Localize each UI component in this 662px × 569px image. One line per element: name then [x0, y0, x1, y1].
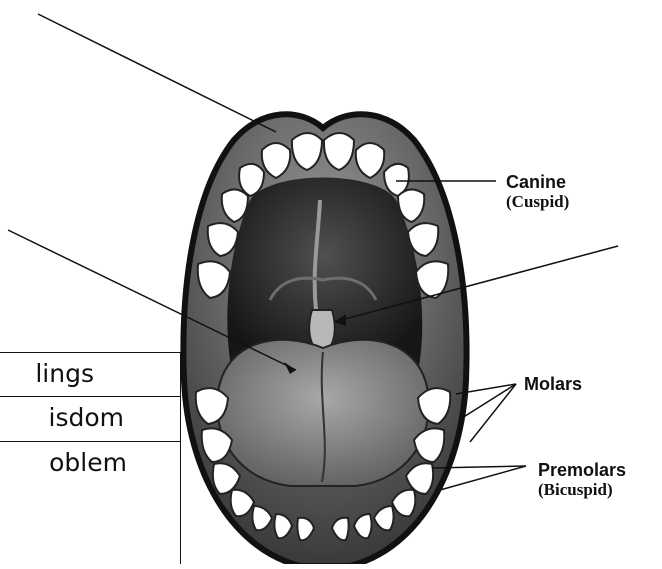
answer-text-1: lings — [35, 359, 94, 388]
premolars-label: Premolars (Bicuspid) — [538, 460, 626, 500]
answer-text-2: isdom — [49, 403, 125, 432]
answer-box-1: lings — [0, 352, 181, 397]
premolars-sub-text: (Bicuspid) — [538, 480, 626, 500]
canine-text: Canine — [506, 172, 566, 192]
answer-box-2: isdom — [0, 397, 181, 442]
canine-sub-text: (Cuspid) — [506, 192, 569, 212]
molars-text: Molars — [524, 374, 582, 394]
molars-label: Molars — [524, 374, 582, 394]
canine-label: Canine (Cuspid) — [506, 172, 569, 212]
answer-text-3: oblem — [49, 448, 127, 477]
answer-box-3: oblem — [0, 442, 181, 564]
premolars-text: Premolars — [538, 460, 626, 480]
